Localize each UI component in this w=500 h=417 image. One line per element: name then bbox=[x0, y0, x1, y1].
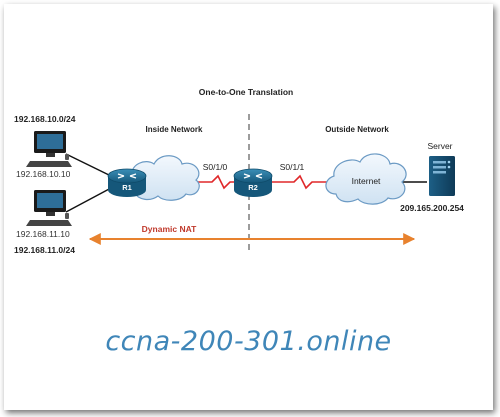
server-ip-label: 209.165.200.254 bbox=[400, 203, 464, 213]
pc2-computer-icon[interactable] bbox=[26, 190, 72, 226]
server-icon[interactable] bbox=[429, 156, 455, 196]
r2-internet-serial-link bbox=[270, 174, 328, 190]
router-r2-label: R2 bbox=[248, 183, 258, 192]
r1-r2-serial-link bbox=[194, 174, 236, 190]
pc1-computer-icon[interactable] bbox=[26, 131, 72, 167]
dynamic-nat-label: Dynamic NAT bbox=[142, 224, 197, 234]
pc1-ip-label: 192.168.10.10 bbox=[16, 169, 71, 179]
diagram-title: One-to-One Translation bbox=[199, 87, 293, 97]
r2-internet-interface-label: S0/1/1 bbox=[280, 162, 305, 172]
router-r2[interactable]: R2 bbox=[233, 168, 273, 197]
pc1-network-label: 192.168.10.0/24 bbox=[14, 114, 76, 124]
outside-network-label: Outside Network bbox=[325, 125, 389, 134]
internet-label: Internet bbox=[352, 176, 381, 186]
pc2-r1-link bbox=[65, 187, 112, 213]
pc1-r1-link bbox=[65, 153, 112, 177]
nat-topology-diagram: One-to-One Translation Inside Network Ou… bbox=[14, 87, 464, 255]
internet-cloud bbox=[325, 153, 407, 205]
diagram-frame: One-to-One Translation Inside Network Ou… bbox=[4, 4, 493, 410]
site-watermark: ccna-200-301.online bbox=[105, 326, 392, 357]
server-label: Server bbox=[427, 141, 452, 151]
router-r1-label: R1 bbox=[122, 183, 132, 192]
pc2-ip-label: 192.168.11.10 bbox=[16, 229, 70, 239]
inside-network-label: Inside Network bbox=[146, 125, 203, 134]
r1-r2-interface-label: S0/1/0 bbox=[203, 162, 228, 172]
router-r1[interactable]: R1 bbox=[107, 168, 147, 197]
pc2-network-label: 192.168.11.0/24 bbox=[14, 245, 75, 255]
